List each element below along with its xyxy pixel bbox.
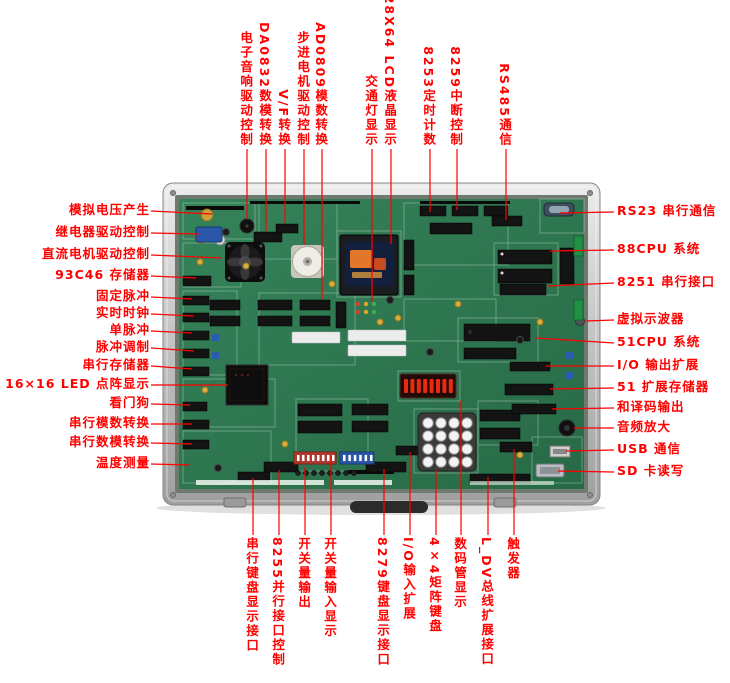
- callout-bottom-7: 数码管显示: [452, 537, 468, 610]
- callout-right-2: 8251 串行接口: [617, 274, 716, 289]
- toggle-switches: [295, 470, 357, 476]
- callout-right-0: RS23 串行通信: [617, 203, 717, 218]
- board-footer-text: [196, 480, 554, 485]
- callout-left-10: 看门狗: [109, 395, 150, 410]
- dip-switches: [293, 451, 375, 465]
- callout-left-7: 脉冲调制: [95, 339, 150, 354]
- speaker: [558, 419, 576, 437]
- callout-bottom-9: 触发器: [505, 537, 521, 581]
- callout-right-7: 和译码输出: [617, 399, 685, 414]
- callout-right-8: 音频放大: [617, 419, 672, 434]
- callout-left-0: 模拟电压产生: [68, 202, 150, 217]
- callout-left-1: 继电器驱动控制: [55, 224, 150, 239]
- callout-left-2: 直流电机驱动控制: [41, 246, 150, 261]
- callout-left-9: 16×16 LED 点阵显示: [5, 376, 150, 391]
- led-matrix: [225, 364, 269, 406]
- callout-bottom-3: 开关量输入显示: [322, 537, 338, 639]
- callout-right-10: SD 卡读写: [617, 463, 685, 478]
- callout-top-1: DA0832数模转换: [257, 22, 273, 147]
- callout-bottom-0: 串行键盘显示接口: [244, 537, 260, 653]
- seven-segment-display: [399, 373, 457, 399]
- callout-bottom-5: I/O输入扩展: [401, 537, 417, 621]
- callout-right-1: 88CPU 系统: [617, 241, 701, 256]
- connector-strips: [291, 329, 407, 357]
- callout-top-3: 步进电机驱动控制: [295, 31, 311, 147]
- callout-right-3: 虚拟示波器: [617, 311, 685, 326]
- callout-top-2: V/F转换: [276, 89, 292, 147]
- case-latch-right: [493, 497, 517, 508]
- terminal-blocks: [573, 235, 584, 321]
- stepper-motor: [291, 245, 324, 278]
- callout-left-13: 温度测量: [95, 455, 150, 470]
- case-handle: [350, 501, 428, 513]
- callout-right-6: 51 扩展存储器: [617, 379, 710, 394]
- case-latch-left: [223, 497, 247, 508]
- callout-top-8: 8259中断控制: [448, 46, 464, 147]
- callout-bottom-1: 8255并行接口控制: [270, 537, 286, 667]
- callout-left-4: 固定脉冲: [95, 288, 150, 303]
- callout-top-6: 128X64 LCD液晶显示: [382, 0, 398, 147]
- callout-top-4: AD0809模数转换: [313, 22, 329, 147]
- callout-left-6: 单脉冲: [109, 322, 150, 337]
- callout-top-7: 8253定时计数: [421, 46, 437, 147]
- callout-left-5: 实时时钟: [95, 305, 150, 320]
- callout-bottom-6: 4×4矩阵键盘: [427, 537, 443, 634]
- callout-bottom-2: 开关量输出: [296, 537, 312, 610]
- callout-right-9: USB 通信: [617, 441, 682, 456]
- callout-top-9: RS485通信: [497, 63, 513, 147]
- callout-left-3: 93C46 存储器: [55, 267, 150, 282]
- callout-right-5: I/O 输出扩展: [617, 357, 700, 372]
- callout-bottom-4: 8279键盘显示接口: [375, 537, 391, 667]
- capacitors: [196, 228, 573, 472]
- callout-left-8: 串行存储器: [82, 357, 150, 372]
- callout-bottom-8: L_DV总线扩展接口: [479, 537, 495, 667]
- callout-top-0: 电子音响驱动控制: [238, 31, 254, 147]
- ic-chips: [182, 205, 575, 483]
- lcd-display: [339, 234, 399, 296]
- callout-right-4: 51CPU 系统: [617, 334, 701, 349]
- traffic-light-leds: [355, 301, 377, 315]
- callout-left-11: 串行模数转换: [68, 415, 150, 430]
- callout-left-12: 串行数模转换: [68, 434, 150, 449]
- callout-top-5: 交通灯显示: [363, 74, 379, 148]
- cooling-fan: [225, 242, 265, 282]
